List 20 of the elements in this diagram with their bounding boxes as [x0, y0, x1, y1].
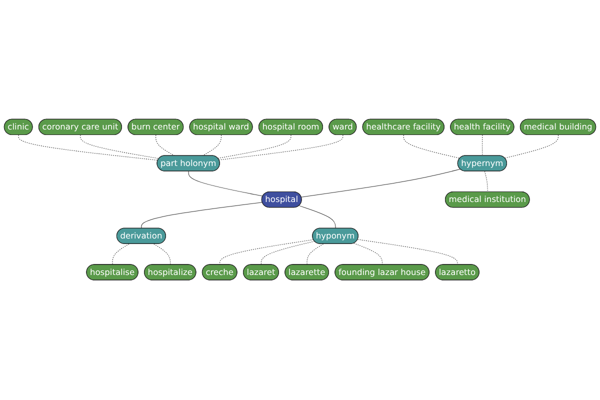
connector: [220, 240, 314, 266]
connector: [156, 135, 175, 156]
connector: [18, 135, 158, 161]
connector: [301, 169, 461, 198]
connector: [260, 241, 315, 266]
connector: [306, 244, 324, 266]
connector: [112, 244, 130, 266]
connector: [357, 240, 458, 266]
connector: [504, 135, 559, 159]
connector: [218, 135, 344, 161]
connector: [188, 171, 264, 197]
connector: [354, 243, 383, 266]
connector: [218, 135, 292, 159]
connector: [298, 206, 336, 230]
connector: [80, 135, 160, 160]
connector: [202, 135, 222, 156]
connector: [141, 202, 263, 230]
connector: [403, 135, 460, 159]
connector: [484, 171, 488, 193]
connector: [154, 244, 171, 266]
